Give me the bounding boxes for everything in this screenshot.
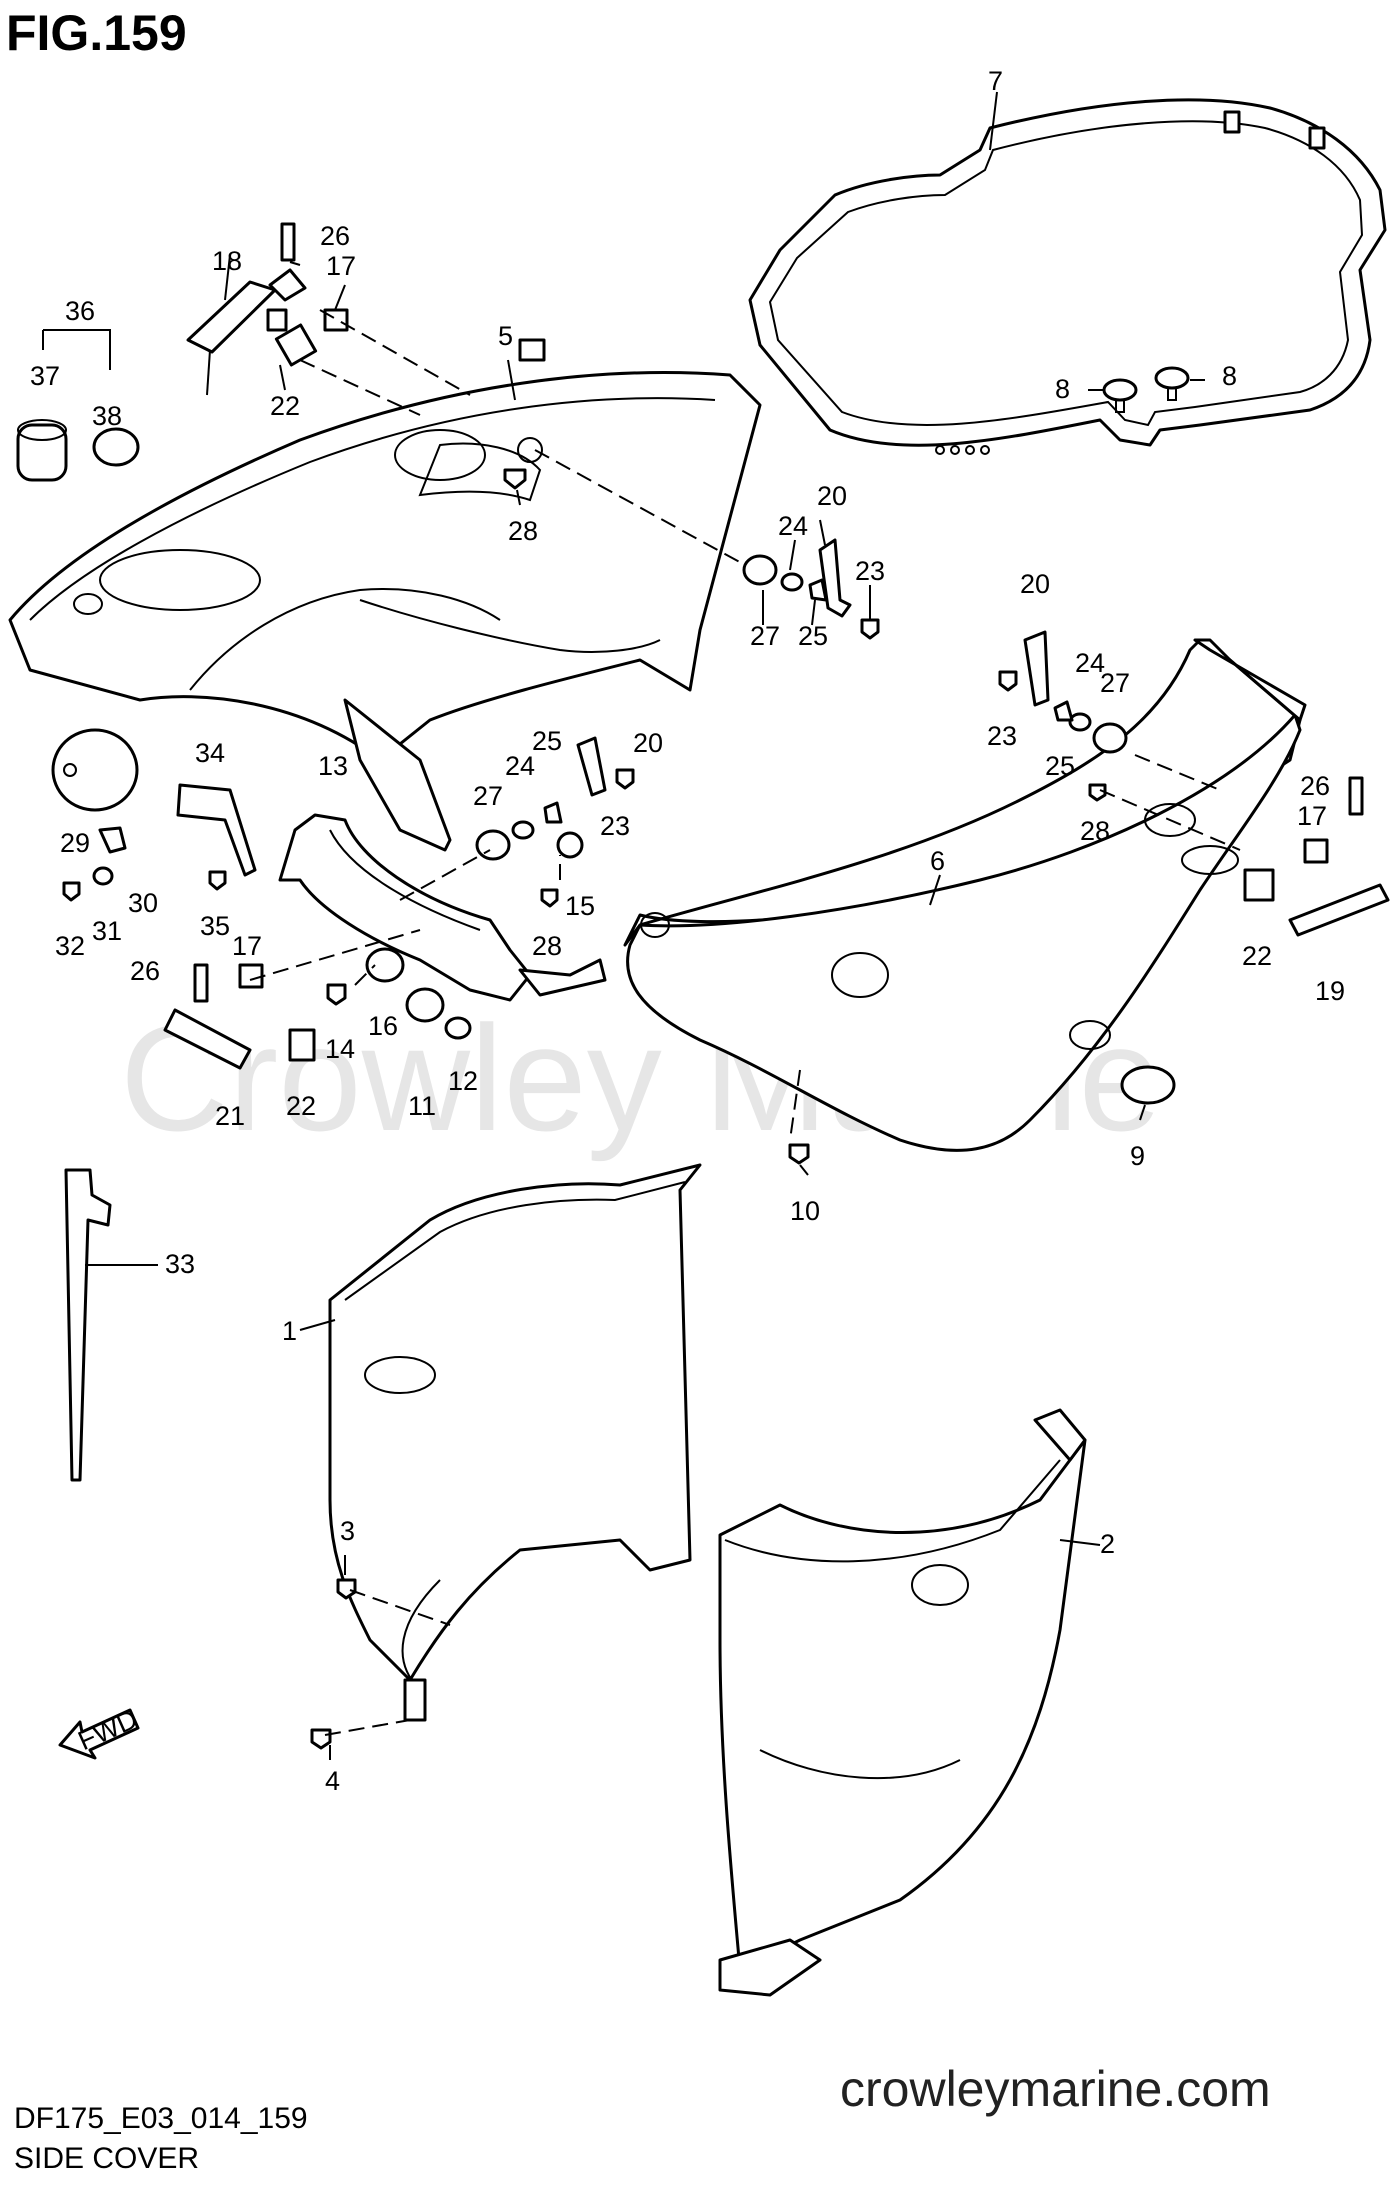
callout-23: 23 — [855, 556, 885, 586]
callout-29: 29 — [60, 828, 90, 858]
callout-4: 4 — [325, 1766, 340, 1796]
callout-2: 2 — [1100, 1529, 1115, 1559]
callout-26: 26 — [320, 221, 350, 251]
callout-8: 8 — [1222, 361, 1237, 391]
callout-20: 20 — [1020, 569, 1050, 599]
callout-38: 38 — [92, 401, 122, 431]
hardware-parts — [16, 222, 1390, 1750]
callout-33: 33 — [165, 1249, 195, 1279]
callout-25: 25 — [1045, 751, 1075, 781]
svg-text:FWD: FWD — [74, 1704, 142, 1756]
callout-6: 6 — [930, 846, 945, 876]
figure-title: FIG.159 — [6, 5, 187, 61]
callout-36: 36 — [65, 296, 95, 326]
callout-12: 12 — [448, 1066, 478, 1096]
lower-left-cover-part — [328, 1163, 702, 1722]
callout-28: 28 — [1080, 816, 1110, 846]
callout-19: 19 — [1315, 976, 1345, 1006]
callout-30: 30 — [128, 888, 158, 918]
callout-28: 28 — [532, 931, 562, 961]
callout-25: 25 — [798, 621, 828, 651]
callout-23: 23 — [987, 721, 1017, 751]
callout-5: 5 — [498, 321, 513, 351]
callout-16: 16 — [368, 1011, 398, 1041]
callout-27: 27 — [750, 621, 780, 651]
callout-21: 21 — [215, 1101, 245, 1131]
callout-32: 32 — [55, 931, 85, 961]
right-side-cover-part — [623, 638, 1307, 1152]
callout-26: 26 — [1300, 771, 1330, 801]
callout-labels: 7 8 8 5 26 18 17 36 37 38 22 28 20 24 23… — [30, 66, 1345, 1796]
callout-18: 18 — [212, 246, 242, 276]
callout-22: 22 — [286, 1091, 316, 1121]
callout-9: 9 — [1130, 1141, 1145, 1171]
section-title: SIDE COVER — [14, 2142, 200, 2175]
callout-15: 15 — [565, 891, 595, 921]
callout-17: 17 — [326, 251, 356, 281]
callout-28: 28 — [508, 516, 538, 546]
callout-22: 22 — [270, 391, 300, 421]
callout-20: 20 — [633, 728, 663, 758]
callout-7: 7 — [988, 66, 1003, 96]
upper-side-cover-part — [8, 338, 762, 852]
callout-1: 1 — [282, 1316, 297, 1346]
lower-right-cover-part — [718, 1408, 1087, 1997]
callout-23: 23 — [600, 811, 630, 841]
plug-part — [1120, 1065, 1176, 1105]
callout-8: 8 — [1055, 374, 1070, 404]
callout-17: 17 — [1297, 801, 1327, 831]
callout-26: 26 — [130, 956, 160, 986]
callout-3: 3 — [340, 1516, 355, 1546]
callout-27: 27 — [473, 781, 503, 811]
callout-14: 14 — [325, 1034, 355, 1064]
grommet-part — [1102, 366, 1190, 413]
diagram-code: DF175_E03_014_159 — [14, 2102, 308, 2135]
callout-24: 24 — [1075, 648, 1105, 678]
callout-37: 37 — [30, 361, 60, 391]
rod-part — [64, 1168, 112, 1482]
leader-lines — [42, 91, 1205, 1760]
callout-35: 35 — [200, 911, 230, 941]
callout-22: 22 — [1242, 941, 1272, 971]
callout-24: 24 — [778, 511, 808, 541]
callout-24: 24 — [505, 751, 535, 781]
fwd-arrow-icon: FWD — [58, 1704, 142, 1760]
callout-17: 17 — [232, 931, 262, 961]
assembly-lines — [249, 309, 1241, 1736]
callout-10: 10 — [790, 1196, 820, 1226]
rear-bracket-part — [278, 813, 607, 1002]
seal-ring-part — [748, 98, 1387, 455]
callout-20: 20 — [817, 481, 847, 511]
callout-25: 25 — [532, 726, 562, 756]
callout-27: 27 — [1100, 668, 1130, 698]
callout-11: 11 — [408, 1091, 436, 1121]
callout-31: 31 — [92, 916, 122, 946]
callout-13: 13 — [318, 751, 348, 781]
website-label[interactable]: crowleymarine.com — [840, 2061, 1271, 2117]
callout-34: 34 — [195, 738, 225, 768]
